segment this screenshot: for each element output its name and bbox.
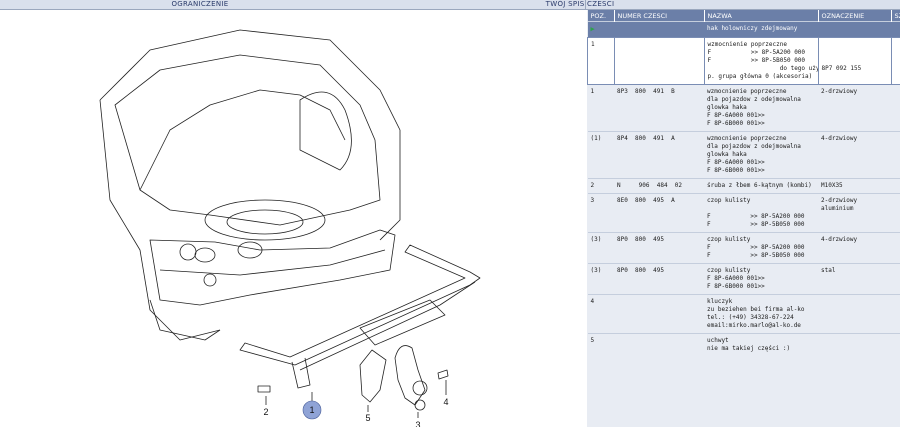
callout-1[interactable]: 1 <box>309 405 314 415</box>
cell-nazwa: czop kulisty F >> 8P-5A200 000 F >> 8P-5… <box>704 233 818 264</box>
table-row[interactable]: 5 uchwyt nie ma takiej części :) 1 <box>588 334 900 357</box>
callout-2[interactable]: 2 <box>263 407 268 417</box>
cell-oznaczenie: 8P7 092 155 <box>818 38 891 85</box>
cell-numer <box>614 295 704 334</box>
cell-szt: 4 <box>891 179 900 194</box>
table-row[interactable]: 4 kluczyk zu beziehen bei firma al-ko te… <box>588 295 900 334</box>
cell-numer: 8P0 800 495 <box>614 233 704 264</box>
cell-poz: 1 <box>588 38 615 85</box>
callout-5[interactable]: 5 <box>365 413 370 423</box>
cell-nazwa: wzmocnienie poprzeczne dla pojazdow z od… <box>704 85 818 132</box>
exploded-view-drawing: 1 2 3 4 5 <box>0 10 585 427</box>
col-numer[interactable]: NUMER CZESCI <box>614 10 704 22</box>
table-row[interactable]: (1) 8P4 800 491 A wzmocnienie poprzeczne… <box>588 132 900 179</box>
cell-nazwa: śruba z łbem 6-kątnym (kombi) <box>704 179 818 194</box>
table-header: POZ. NUMER CZESCI NAZWA OZNACZENIE SZT. <box>588 10 900 22</box>
cell-nazwa: wzmocnienie poprzeczne F >> 8P-5A200 000… <box>704 38 818 85</box>
table-row[interactable]: 1 8P3 800 491 B wzmocnienie poprzeczne d… <box>588 85 900 132</box>
col-szt[interactable]: SZT. <box>891 10 900 22</box>
cell-numer: 8E0 800 495 A <box>614 194 704 233</box>
cell-szt: 1 1 <box>891 132 900 179</box>
parts-table: POZ. NUMER CZESCI NAZWA OZNACZENIE SZT. … <box>587 10 900 356</box>
cell-oznaczenie: 2-drzwiowy aluminium <box>818 194 891 233</box>
cell-numer: 8P4 800 491 A <box>614 132 704 179</box>
cell-nazwa: uchwyt nie ma takiej części :) <box>704 334 818 357</box>
cell-numer: N 906 484 02 <box>614 179 704 194</box>
cell-szt: 1 1 <box>891 233 900 264</box>
play-triangle-icon: ▶ <box>591 25 595 33</box>
table-row[interactable]: (3) 8P0 800 495 czop kulisty F >> 8P-5A2… <box>588 233 900 264</box>
cell-nazwa: czop kulisty F >> 8P-5A200 000 F >> 8P-5… <box>704 194 818 233</box>
cell-nazwa: czop kulisty F 8P-6A000 001>> F 8P-6B000… <box>704 264 818 295</box>
parts-diagram[interactable]: 1 2 3 4 5 <box>0 10 585 427</box>
cell-szt: X <box>891 295 900 334</box>
cell-poz: (3) <box>588 233 615 264</box>
parts-list-panel: POZ. NUMER CZESCI NAZWA OZNACZENIE SZT. … <box>587 10 900 427</box>
table-row[interactable]: 2 N 906 484 02 śruba z łbem 6-kątnym (ko… <box>588 179 900 194</box>
callout-3[interactable]: 3 <box>415 420 420 427</box>
cell-poz: 2 <box>588 179 615 194</box>
tab-ograniczenie[interactable]: OGRANICZENIE <box>0 0 400 9</box>
group-row[interactable]: 1 wzmocnienie poprzeczne F >> 8P-5A200 0… <box>588 38 900 85</box>
cell-szt: 1 1 <box>891 85 900 132</box>
cell-oznaczenie <box>818 295 891 334</box>
cell-poz: (3) <box>588 264 615 295</box>
selected-nazwa: hak holowniczy zdejmowany <box>704 22 818 38</box>
cell-oznaczenie: M10X35 <box>818 179 891 194</box>
col-poz[interactable]: POZ. <box>588 10 615 22</box>
cell-oznaczenie: 2-drzwiowy <box>818 85 891 132</box>
cell-szt: 1 <box>891 334 900 357</box>
cell-szt: 1 1 <box>891 264 900 295</box>
cell-numer: 8P0 800 495 <box>614 264 704 295</box>
selected-row[interactable]: ▶ hak holowniczy zdejmowany <box>588 22 900 38</box>
col-oznaczenie[interactable]: OZNACZENIE <box>818 10 891 22</box>
cell-poz: 3 <box>588 194 615 233</box>
cell-nazwa: wzmocnienie poprzeczne dla pojazdow z od… <box>704 132 818 179</box>
cell-oznaczenie: 4-drzwiowy <box>818 233 891 264</box>
table-row[interactable]: 3 8E0 800 495 A czop kulisty F >> 8P-5A2… <box>588 194 900 233</box>
callout-4[interactable]: 4 <box>443 397 448 407</box>
cell-poz: (1) <box>588 132 615 179</box>
cell-oznaczenie <box>818 334 891 357</box>
cell-numer: 8P3 800 491 B <box>614 85 704 132</box>
table-row[interactable]: (3) 8P0 800 495 czop kulisty F 8P-6A000 … <box>588 264 900 295</box>
cell-poz: 4 <box>588 295 615 334</box>
cell-oznaczenie: 4-drzwiowy <box>818 132 891 179</box>
col-nazwa[interactable]: NAZWA <box>704 10 818 22</box>
cell-oznaczenie: stal <box>818 264 891 295</box>
tab-parts-list[interactable]: TWÓJ SPIS CZESCI <box>500 0 660 9</box>
cell-szt: 1 1 <box>891 194 900 233</box>
cell-szt: 1 <box>891 38 900 85</box>
top-bar: OGRANICZENIE TWÓJ SPIS CZESCI <box>0 0 900 10</box>
cell-poz: 5 <box>588 334 615 357</box>
cell-nazwa: kluczyk zu beziehen bei firma al-ko tel.… <box>704 295 818 334</box>
cell-poz: 1 <box>588 85 615 132</box>
cell-numer <box>614 334 704 357</box>
